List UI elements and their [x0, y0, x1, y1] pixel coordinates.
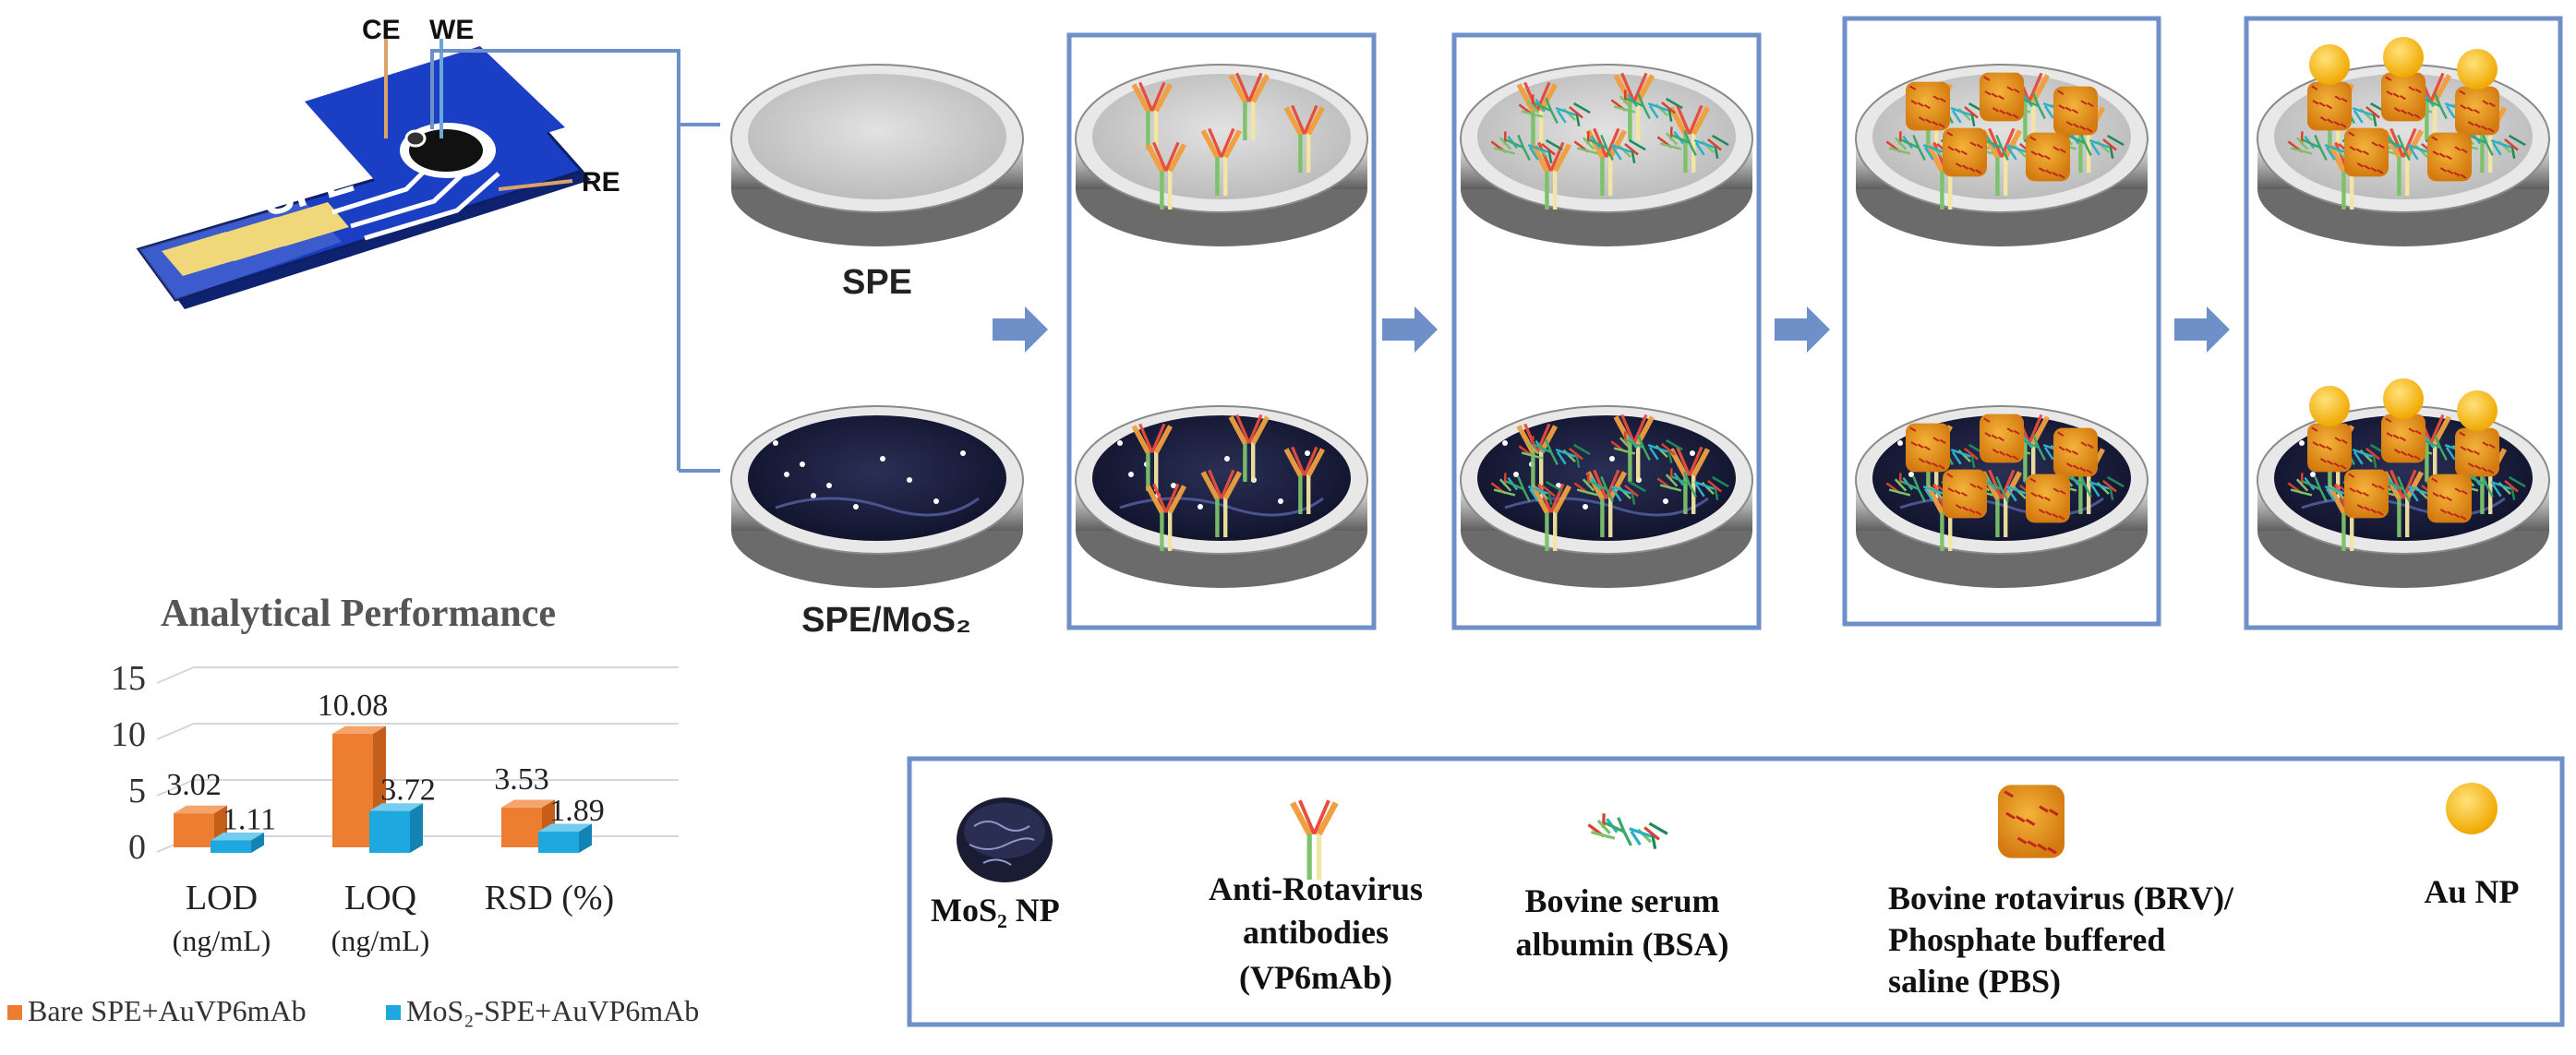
legend-bsa-line1: Bovine serum: [1525, 882, 1720, 919]
category-label: (ng/mL): [173, 924, 271, 957]
bsa-icon: [1587, 813, 1668, 849]
legend-frame: [907, 756, 2565, 1027]
legend-mos2: MoS₂ NP: [931, 797, 1060, 929]
electrode-discs: [730, 37, 2550, 588]
row-label-spe: SPE: [842, 263, 912, 302]
chart-legend-label: Bare SPE+AuVP6mAb: [28, 994, 307, 1027]
bar-data-label: 3.72: [380, 773, 436, 808]
legend-au-label: Au NP: [2424, 873, 2519, 910]
legend-bsa-line2: albumin (BSA): [1515, 926, 1728, 963]
flow-arrows: [993, 306, 2230, 353]
arrow-step-1: [993, 306, 1048, 353]
disc-step3-spe: [1855, 64, 2149, 246]
legend-au: Au NP: [2424, 783, 2520, 910]
legend-brv-line2: Phosphate buffered: [1888, 921, 2165, 958]
arrow-step-2: [1382, 306, 1438, 353]
chart-yticks: 15 10 5 0: [111, 659, 146, 867]
category-label: LOD: [186, 879, 258, 917]
legend-bsa: Bovine serum albumin (BSA): [1515, 813, 1729, 963]
legend-swatch: [386, 1005, 401, 1020]
legend-antibody-line2: antibodies: [1243, 914, 1389, 951]
bar-bare-1: [332, 725, 386, 847]
bar-bare-2: [501, 799, 555, 847]
re-pointer: [498, 179, 573, 191]
grid-line: [156, 666, 679, 684]
y-tick-label: 15: [111, 659, 146, 698]
legend-antibody: Anti-Rotavirus antibodies (VP6mAb): [1209, 800, 1423, 996]
bar-data-label: 1.11: [223, 802, 276, 836]
row-label-spe-mos2: SPE/MoS₂: [801, 601, 971, 640]
legend-antibody-line1: Anti-Rotavirus: [1209, 870, 1423, 907]
disc-step1-spe: [1075, 64, 1368, 246]
category-label: LOQ: [344, 879, 416, 917]
legend-brv: Bovine rotavirus (BRV)/ Phosphate buffer…: [1888, 785, 2234, 1000]
mos2-np-icon: [957, 797, 1053, 882]
disc-step0-mos2: [730, 405, 1024, 588]
we-label: WE: [429, 15, 474, 45]
bar-data-label: 3.02: [166, 768, 222, 802]
brv-icon: [1998, 785, 2064, 858]
disc-step2-mos2: [1460, 405, 1753, 588]
re-label: RE: [582, 167, 620, 198]
chart-title: Analytical Performance: [161, 593, 556, 635]
disc-step0-spe: [730, 64, 1024, 246]
grid-line: [156, 723, 679, 740]
disc-step4-mos2: [2257, 378, 2550, 588]
y-tick-label: 10: [111, 715, 146, 754]
bar-data-label: 10.08: [318, 689, 389, 723]
disc-step2-spe: [1460, 64, 1753, 246]
legend-swatch: [7, 1005, 22, 1020]
step-frame-au: [2244, 16, 2563, 630]
y-tick-label: 5: [128, 772, 146, 810]
spe-electrode: SPE CE WE RE: [136, 15, 620, 309]
step-frame-antibody: [1066, 32, 1377, 630]
category-label: RSD (%): [485, 879, 614, 917]
bracket-connector: [430, 49, 720, 473]
legend-box: MoS₂ NP Anti-Rotavirus antibodies (VP6mA…: [907, 756, 2565, 1027]
step-frame-bsa: [1451, 32, 1762, 630]
chart-categories: LOD (ng/mL) LOQ (ng/mL) RSD (%): [173, 879, 615, 957]
legend-brv-line3: saline (PBS): [1888, 963, 2061, 1000]
disc-step4-spe: [2257, 37, 2550, 246]
arrow-step-4: [2174, 306, 2230, 353]
bar-data-label: 3.53: [494, 762, 549, 797]
disc-step3-mos2: [1855, 405, 2149, 588]
chart-bars: 3.02 10.08 3.53 1.11 3.72 1.89: [166, 689, 605, 853]
y-tick-label: 0: [128, 828, 146, 867]
legend-antibody-line3: (VP6mAb): [1239, 959, 1392, 996]
au-np-icon: [2446, 783, 2498, 834]
chart-legend-label: MoS₂-SPE+AuVP6mAb: [406, 994, 699, 1027]
step-frame-brv: [1842, 16, 2161, 627]
step-frames: [1066, 16, 2563, 630]
bar-mos2-0: [211, 833, 264, 853]
chart-legend: Bare SPE+AuVP6mAb MoS₂-SPE+AuVP6mAb: [7, 994, 699, 1027]
legend-mos2-label: MoS₂ NP: [931, 892, 1060, 929]
legend-brv-line1: Bovine rotavirus (BRV)/: [1888, 880, 2234, 917]
ce-label: CE: [362, 15, 401, 45]
bar-mos2-2: [538, 823, 592, 853]
grid-line: [156, 779, 679, 797]
bar-mos2-1: [369, 803, 423, 853]
bar-data-label: 1.89: [549, 794, 605, 828]
disc-step1-mos2: [1075, 405, 1368, 588]
category-label: (ng/mL): [331, 924, 430, 957]
arrow-step-3: [1775, 306, 1830, 353]
